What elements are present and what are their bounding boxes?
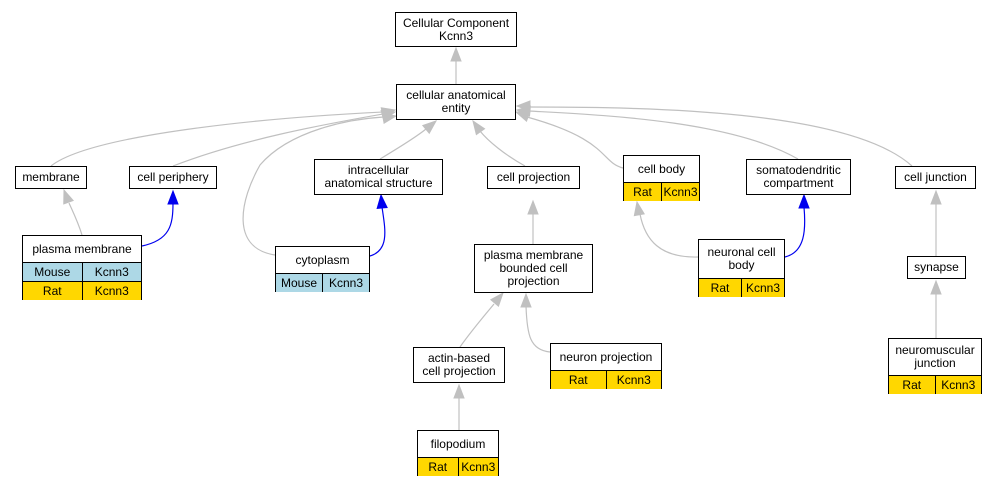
- arrowhead-junction-to-cae: [515, 100, 531, 112]
- species-cell: Rat: [42, 283, 62, 298]
- arrowhead-cytoplasm-to-ias: [376, 193, 388, 209]
- node-label: cell junction: [904, 170, 967, 184]
- species-cell: Rat: [633, 184, 652, 199]
- arrowhead-pmbcp-to-projection: [527, 199, 539, 215]
- node-junction[interactable]: cell junction: [895, 166, 976, 189]
- gene-cell: Kcnn3: [605, 371, 662, 389]
- annotation-row: Rat Kcnn3: [551, 370, 661, 389]
- edge-ncb-to-somato: [784, 206, 806, 258]
- node-periphery[interactable]: cell periphery: [129, 166, 217, 189]
- annotation-row: Rat Kcnn3: [418, 457, 498, 476]
- node-membrane[interactable]: membrane: [15, 166, 87, 189]
- arrowhead-ncb-to-somato: [798, 193, 810, 209]
- node-label: neuromuscular junction: [895, 343, 975, 370]
- node-label: plasma membrane: [32, 241, 132, 256]
- node-label: neuronal cell body: [707, 245, 776, 272]
- node-label: neuron projection: [559, 349, 653, 364]
- species-cell: Rat: [902, 377, 922, 392]
- node-actin[interactable]: actin-based cell projection: [413, 347, 505, 383]
- node-label: cell body: [637, 161, 686, 176]
- species-cell: Rat: [428, 459, 448, 474]
- edge-plasmamem-to-periphery: [141, 202, 174, 247]
- node-label: cellular anatomical entity: [406, 88, 506, 115]
- edge-ncb-to-cellbody: [639, 213, 699, 258]
- arrowhead-projection-to-cae: [472, 119, 486, 136]
- edge-neuronproj-to-pmbcp: [525, 305, 551, 353]
- species-cell: Mouse: [280, 275, 318, 290]
- node-ias[interactable]: intracellular anatomical structure: [314, 159, 443, 195]
- annotation-row: Rat Kcnn3: [889, 375, 981, 394]
- gene-cell: Kcnn3: [457, 458, 499, 476]
- node-root[interactable]: Cellular Component Kcnn3: [395, 12, 517, 47]
- edge-cytoplasm-to-ias: [369, 206, 386, 257]
- arrowhead-ncb-to-cellbody: [633, 200, 645, 217]
- node-label: actin-based cell projection: [422, 351, 496, 378]
- arrowhead-ias-to-cae: [421, 120, 438, 135]
- edge-plasmamem-to-membrane: [68, 202, 83, 236]
- node-pmbcp[interactable]: plasma membrane bounded cell projection: [474, 244, 593, 293]
- arrowhead-plasmamem-to-membrane: [63, 188, 74, 205]
- node-cae[interactable]: cellular anatomical entity: [396, 84, 516, 120]
- node-synapse[interactable]: synapse: [907, 256, 966, 279]
- species-cell: Rat: [710, 280, 730, 295]
- gene-cell: Kcnn3: [661, 183, 699, 201]
- edge-cytoplasm-to-cae: [242, 116, 385, 256]
- node-label: synapse: [914, 260, 959, 274]
- edge-actin-to-pmbcp: [459, 303, 495, 348]
- edge-ias-to-cae: [379, 128, 427, 160]
- edge-somato-to-cae: [528, 110, 799, 160]
- edge-cellbody-to-cae: [526, 116, 624, 169]
- node-label: filopodium: [430, 436, 486, 451]
- node-label: intracellular anatomical structure: [324, 163, 433, 190]
- gene-cell: Kcnn3: [934, 376, 982, 394]
- arrowhead-neuronproj-to-pmbcp: [520, 292, 532, 308]
- node-label: cytoplasm: [295, 252, 350, 267]
- species-cell: Rat: [568, 372, 588, 387]
- arrowhead-cae-to-root: [450, 46, 462, 62]
- species-cell: Mouse: [34, 264, 71, 279]
- edge-periphery-to-cae: [172, 113, 384, 167]
- edge-projection-to-cae: [479, 130, 526, 167]
- node-label: cell projection: [496, 170, 571, 184]
- node-projection[interactable]: cell projection: [487, 166, 580, 189]
- arrowhead-synapse-to-junction: [930, 189, 942, 205]
- node-label: plasma membrane bounded cell projection: [483, 248, 584, 288]
- edge-membrane-to-cae: [50, 111, 384, 167]
- gene-cell: Kcnn3: [322, 274, 369, 292]
- annotation-row: Mouse Kcnn3: [276, 273, 369, 292]
- annotation-row: Rat Kcnn3: [624, 182, 699, 201]
- arrowhead-actin-to-pmbcp: [489, 291, 504, 308]
- arrowhead-cytoplasm-to-cae: [381, 112, 398, 124]
- arrowhead-filopodium-to-actin: [453, 383, 465, 399]
- node-label: cell periphery: [137, 170, 209, 184]
- arrowhead-plasmamem-to-periphery: [167, 189, 179, 205]
- annotation-row: Rat Kcnn3: [23, 281, 141, 300]
- gene-cell: Kcnn3: [81, 263, 142, 281]
- arrowhead-nmj-to-synapse: [930, 279, 942, 295]
- edge-junction-to-cae: [528, 106, 913, 167]
- gene-cell: Kcnn3: [741, 279, 784, 297]
- annotation-row: Mouse Kcnn3: [23, 262, 141, 281]
- node-somato[interactable]: somatodendritic compartment: [746, 159, 851, 195]
- node-label: membrane: [22, 170, 80, 184]
- annotation-row: Rat Kcnn3: [699, 278, 784, 297]
- gene-cell: Kcnn3: [81, 282, 142, 300]
- node-label: somatodendritic compartment: [756, 163, 841, 190]
- node-label: Cellular Component Kcnn3: [402, 15, 510, 43]
